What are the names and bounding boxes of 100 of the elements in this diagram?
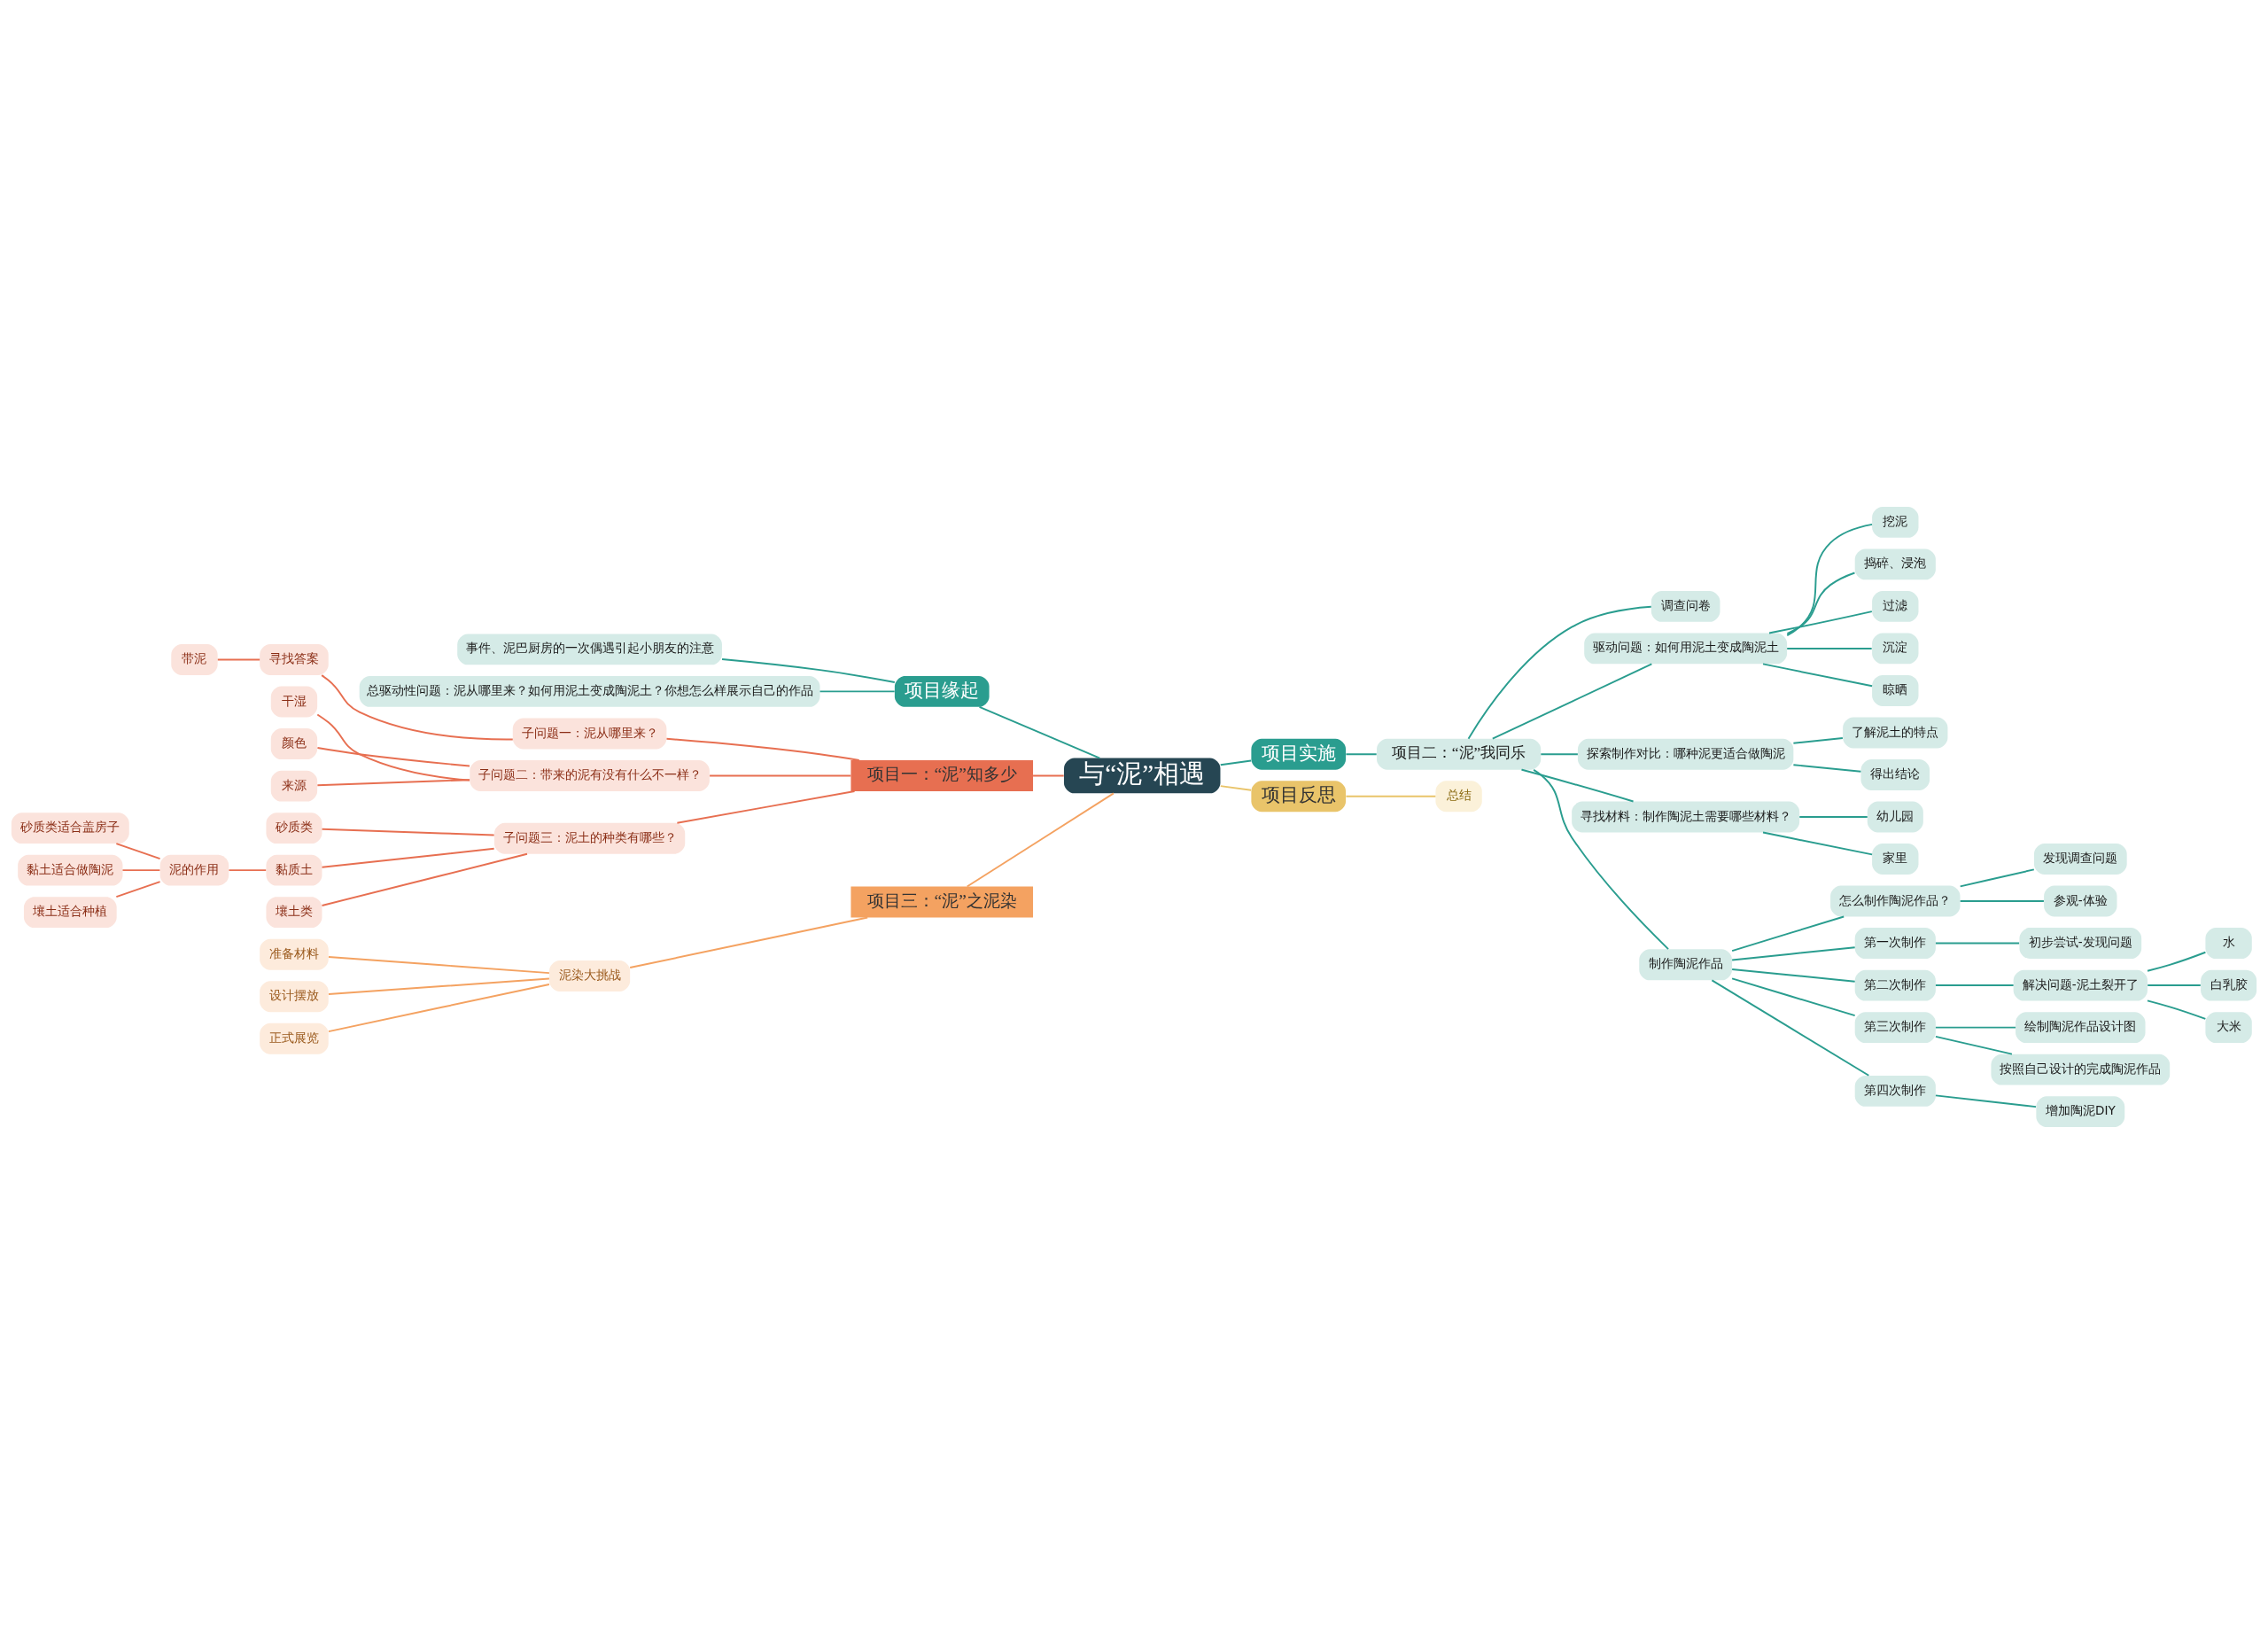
node-box: 大米 xyxy=(2205,1011,2252,1043)
connector xyxy=(328,955,550,974)
connector xyxy=(328,983,550,1032)
connector xyxy=(1786,572,1856,634)
node-box: 增加陶泥DIY xyxy=(2036,1095,2125,1127)
node-box: 调查问卷 xyxy=(1651,590,1720,622)
connector xyxy=(1520,768,1635,802)
connector xyxy=(629,916,869,968)
node-box: 寻找答案 xyxy=(260,643,329,675)
node-box: 项目反思 xyxy=(1251,780,1347,812)
node-box: 家里 xyxy=(1872,843,1919,875)
node-box: 挖泥 xyxy=(1872,506,1919,538)
connector xyxy=(1959,899,2045,902)
connector xyxy=(966,791,1115,887)
connector xyxy=(2147,984,2202,986)
connector xyxy=(115,842,161,859)
node-box: 初步尝试-发现问题 xyxy=(2019,927,2142,959)
node-box: 总驱动性问题：泥从哪里来？如何用泥土变成陶泥土？你想怎么样展示自己的作品 xyxy=(359,675,820,707)
connector xyxy=(1959,867,2035,887)
connector xyxy=(819,689,896,692)
connector xyxy=(1762,662,1874,687)
connector xyxy=(1491,662,1653,740)
node-box: 发现调查问题 xyxy=(2033,843,2127,875)
node-box: 怎么制作陶泥作品？ xyxy=(1830,885,1961,916)
node-box: 干湿 xyxy=(270,686,318,717)
node-box: 项目缘起 xyxy=(894,675,990,707)
connector xyxy=(321,828,495,836)
connector xyxy=(1711,978,1870,1077)
node-box: 了解泥土的特点 xyxy=(1843,717,1948,748)
connector xyxy=(1934,1093,2037,1108)
node-box: 驱动问题：如何用泥土变成陶泥土 xyxy=(1584,632,1788,664)
node-box: 黏土适合做陶泥 xyxy=(18,854,123,886)
connector xyxy=(321,847,495,868)
connector xyxy=(115,880,161,898)
node-box: 按照自己设计的完成陶泥作品 xyxy=(1991,1054,2171,1085)
connector xyxy=(665,737,860,761)
node-box: 子问题三：泥土的种类有哪些？ xyxy=(493,822,686,854)
node-box: 总结 xyxy=(1435,780,1482,812)
node-box: 水 xyxy=(2205,927,2252,959)
connector xyxy=(1786,647,1873,649)
node-box: 捣碎、浸泡 xyxy=(1854,548,1936,579)
connector xyxy=(228,868,268,871)
connector xyxy=(121,868,161,871)
node-box: 沉淀 xyxy=(1872,632,1919,664)
connector xyxy=(978,705,1101,758)
node-box: 参观-体验 xyxy=(2044,885,2117,916)
connector xyxy=(1345,752,1378,755)
node-box: 第三次制作 xyxy=(1854,1011,1936,1043)
connector xyxy=(1731,915,1845,952)
node-box: 与“泥”相遇 xyxy=(1063,758,1221,793)
connector xyxy=(1934,942,2021,945)
node-box: 项目实施 xyxy=(1251,738,1347,770)
node-box: 白乳胶 xyxy=(2201,969,2257,1001)
node-box: 准备材料 xyxy=(260,938,329,970)
connector xyxy=(1533,768,1669,950)
node-box: 子问题二：带来的泥有没有什么不一样？ xyxy=(470,759,710,791)
connector xyxy=(1934,1026,2016,1029)
node-box: 第四次制作 xyxy=(1854,1075,1936,1107)
connector xyxy=(1762,831,1874,855)
connector xyxy=(321,852,528,906)
connector xyxy=(216,658,261,660)
connector xyxy=(1798,815,1868,818)
connector xyxy=(1219,784,1253,791)
node-box: 设计摆放 xyxy=(260,980,329,1012)
node-box: 砂质类 xyxy=(266,812,322,844)
connector xyxy=(316,778,470,786)
connector xyxy=(2147,951,2207,972)
connector xyxy=(1792,763,1862,773)
node-box: 项目二：“泥”我同乐 xyxy=(1377,738,1542,770)
node-box: 制作陶泥作品 xyxy=(1639,948,1732,980)
node-box: 过滤 xyxy=(1872,590,1919,622)
connector xyxy=(328,977,550,995)
connector xyxy=(321,673,514,740)
connector xyxy=(1219,759,1253,766)
connector xyxy=(1792,736,1844,744)
connector xyxy=(1934,1035,2013,1055)
connector xyxy=(1731,968,1856,983)
node-box: 探索制作对比：哪种泥更适合做陶泥 xyxy=(1577,738,1794,770)
node-box: 壤土适合种植 xyxy=(23,896,117,928)
connector xyxy=(1731,945,1856,960)
connector xyxy=(1540,752,1579,755)
node-box: 子问题一：泥从哪里来？ xyxy=(512,717,667,749)
node-box: 项目一：“泥”知多少 xyxy=(850,759,1034,791)
node-box: 颜色 xyxy=(270,727,318,759)
connector xyxy=(316,746,470,766)
node-box: 来源 xyxy=(270,770,318,802)
node-box: 解决问题-泥土裂开了 xyxy=(2013,969,2148,1001)
connector xyxy=(1032,774,1065,776)
node-box: 晾晒 xyxy=(1872,674,1919,706)
node-box: 绘制陶泥作品设计图 xyxy=(2016,1011,2146,1043)
node-box: 幼儿园 xyxy=(1867,801,1923,832)
connector xyxy=(721,657,896,683)
connector xyxy=(1934,984,2015,986)
connector xyxy=(316,713,471,782)
node-box: 事件、泥巴厨房的一次偶遇引起小朋友的注意 xyxy=(457,633,722,665)
connector xyxy=(1467,605,1652,740)
node-box: 正式展览 xyxy=(260,1023,329,1054)
connector xyxy=(1768,610,1873,634)
connector xyxy=(1786,523,1874,636)
connector xyxy=(1345,795,1437,797)
